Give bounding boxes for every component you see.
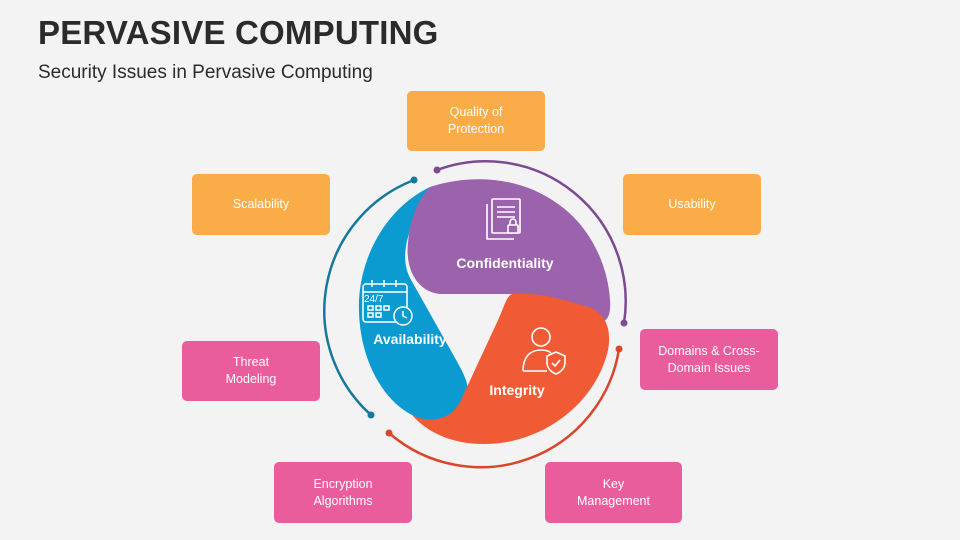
arc-blue (323, 178, 415, 416)
issue-encryption-algorithms: Encryption Algorithms (274, 462, 412, 523)
issue-domains-cross-domain-label: Domains & Cross-Domain Issues (658, 343, 760, 375)
calendar-24-7-label: 24/7 (364, 294, 384, 305)
arc-purple-dot-left (433, 166, 441, 174)
issue-threat-modeling: Threat Modeling (182, 341, 320, 401)
issue-scalability: Scalability (192, 174, 330, 235)
segment-label-availability: Availability (373, 331, 447, 347)
issue-quality-of-protection: Quality of Protection (407, 91, 545, 151)
segment-integrity (412, 293, 610, 444)
segment-label-confidentiality: Confidentiality (456, 255, 553, 271)
calendar-clock-icon (362, 280, 413, 326)
issue-quality-of-protection-label: Quality of Protection (447, 105, 505, 136)
issue-scalability-label: Scalability (232, 197, 290, 211)
segment-availability (358, 187, 469, 422)
issue-encryption-algorithms-label: Encryption Algorithms (313, 476, 373, 508)
issue-key-management: Key Management (545, 462, 682, 523)
person-shield-icon (522, 327, 566, 375)
arc-red (388, 348, 621, 469)
issue-usability: Usability (623, 174, 761, 235)
arc-purple (436, 160, 627, 324)
segment-label-integrity: Integrity (489, 382, 544, 398)
issue-domains-cross-domain: Domains & Cross-Domain Issues (640, 329, 778, 390)
issue-usability-label: Usability (668, 197, 716, 211)
page-title: PERVASIVE COMPUTING (38, 14, 439, 51)
arc-red-dot-right (615, 345, 623, 353)
issue-threat-modeling-label: Threat Modeling (225, 355, 277, 386)
page-subtitle: Security Issues in Pervasive Computing (38, 62, 373, 83)
arc-blue-dot-bottom (367, 411, 375, 419)
arc-blue-dot-top (410, 176, 418, 184)
arc-red-dot-left (385, 429, 393, 437)
issue-key-management-label: Key Management (577, 476, 650, 508)
arc-purple-dot-right (620, 319, 628, 327)
segment-confidentiality (407, 179, 611, 323)
document-lock-icon (486, 198, 521, 240)
